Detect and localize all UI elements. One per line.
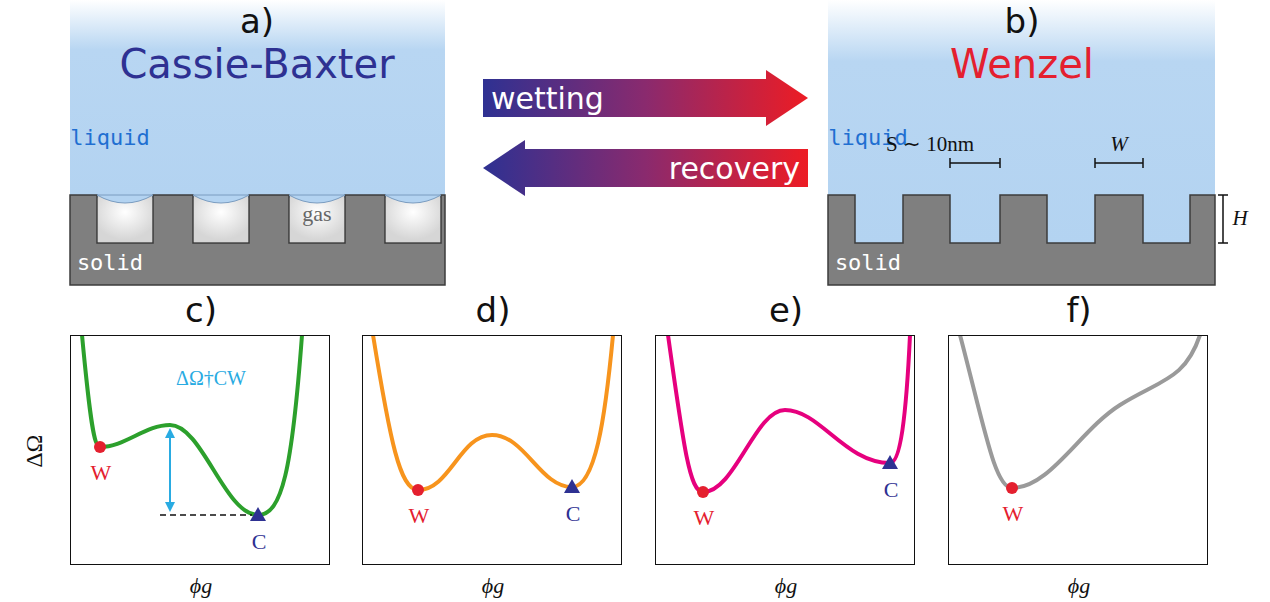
panel-letter: f) <box>1066 292 1091 329</box>
state-label: W <box>91 461 112 485</box>
energy-plot: e)WCϕg <box>655 335 915 565</box>
phase-label: solid <box>77 251 143 275</box>
axis-label: ϕg <box>1068 574 1090 598</box>
wenzel-marker <box>94 441 106 453</box>
arrow-label: recovery <box>669 152 800 185</box>
axis-label: ΔΩ <box>22 434 48 467</box>
state-title: Wenzel <box>950 42 1094 86</box>
axis-label: ϕg <box>190 574 212 598</box>
axis-label: ϕg <box>775 574 797 598</box>
wenzel-sketch <box>828 0 1228 285</box>
panel-letter: e) <box>769 292 803 329</box>
phase-label: gas <box>302 202 331 226</box>
wenzel-panel: b)WenzelliquidS ∼ 10nmWHsolid <box>828 0 1215 285</box>
energy-plot: c)ΔΩΔΩ†CWWCϕg <box>70 335 330 565</box>
energy-curve <box>960 335 1200 488</box>
state-title: Cassie-Baxter <box>119 42 394 86</box>
dimension: W <box>1110 133 1128 156</box>
transition-arrow <box>483 70 808 126</box>
dimension: H <box>1232 207 1247 230</box>
dimension: S ∼ 10nm <box>886 133 974 156</box>
energy-plot: d)WCϕg <box>362 335 622 565</box>
energy-curve <box>668 335 910 492</box>
energy-plot: f)Wϕg <box>948 335 1208 565</box>
panel-letter: c) <box>185 292 217 329</box>
panel-letter: d) <box>476 292 511 329</box>
panel-letter: b) <box>1005 3 1040 40</box>
state-label: W <box>694 506 715 530</box>
state-label: C <box>566 502 581 526</box>
phase-label: solid <box>835 251 901 275</box>
wenzel-marker <box>412 484 424 496</box>
panel-letter: a) <box>240 3 274 40</box>
barrier-arrow <box>165 428 175 512</box>
state-label: W <box>1003 502 1024 526</box>
energy-curve <box>373 335 613 490</box>
arrow-label: wetting <box>491 82 604 115</box>
phase-label: liquid <box>70 126 149 150</box>
energy-curve <box>82 335 302 515</box>
state-label: W <box>409 504 430 528</box>
transition-arrow <box>483 140 808 196</box>
barrier-label: ΔΩ†CW <box>176 367 246 389</box>
wenzel-marker <box>1006 482 1018 494</box>
state-label: C <box>252 530 267 554</box>
dashed-level <box>160 514 252 516</box>
cassie-marker <box>882 455 898 469</box>
cassie-marker <box>564 479 580 493</box>
state-label: C <box>884 478 899 502</box>
wenzel-marker <box>697 486 709 498</box>
cassie-baxter-panel: a)Cassie-Baxter liquid gas solid <box>70 0 445 285</box>
cassie-baxter-sketch <box>70 0 445 285</box>
cassie-marker <box>250 507 266 521</box>
axis-label: ϕg <box>482 574 504 598</box>
